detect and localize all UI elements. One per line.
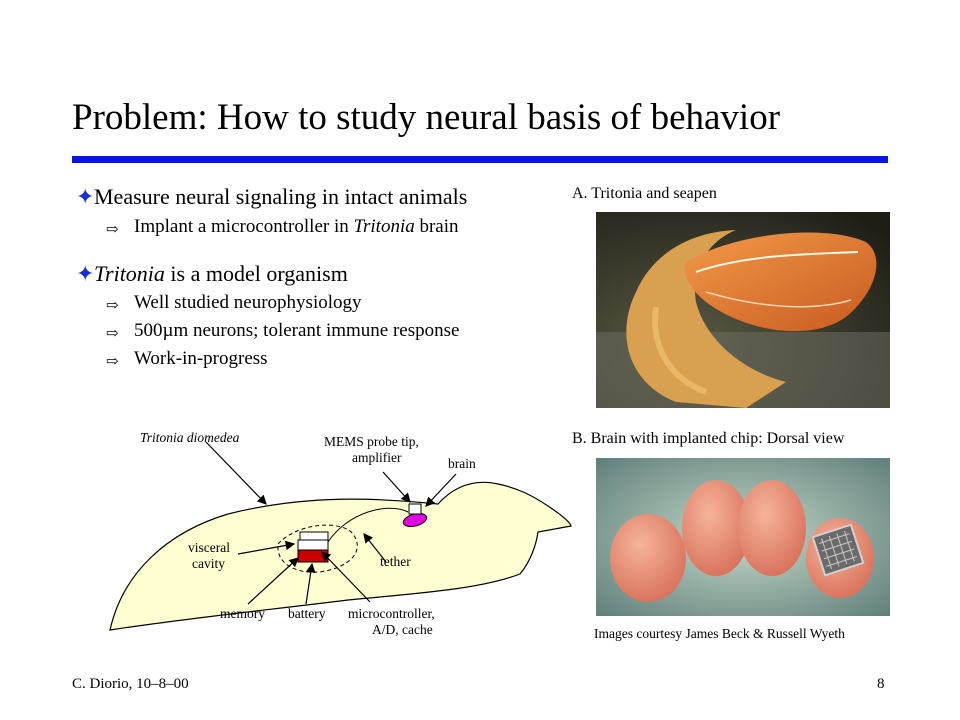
bullet-1-sub-1: Implant a microcontroller in Tritonia br… bbox=[134, 216, 459, 238]
sub-text-em: Tritonia bbox=[353, 216, 415, 237]
brain-chip-photo bbox=[596, 458, 890, 616]
diagram-label-species: Tritonia diomedea bbox=[140, 430, 240, 445]
title-underline bbox=[72, 156, 888, 163]
sub-bullet-arrow-icon: ⇨ bbox=[106, 222, 119, 238]
diagram-label-memory: memory bbox=[220, 606, 265, 621]
diagram-label-battery: battery bbox=[288, 606, 326, 621]
bullet-2-sub-3: Work-in-progress bbox=[134, 348, 268, 369]
diagram-label-probe-1: MEMS probe tip, bbox=[324, 434, 419, 449]
diagram-label-visceral-1: visceral bbox=[188, 540, 230, 555]
footer-author-date: C. Diorio, 10–8–00 bbox=[72, 676, 189, 692]
bullet-2-text: Tritonia is a model organism bbox=[94, 261, 348, 287]
sub-bullet-arrow-icon: ⇨ bbox=[106, 298, 119, 314]
tritonia-photo bbox=[596, 212, 890, 408]
figure-b-caption: B. Brain with implanted chip: Dorsal vie… bbox=[572, 430, 845, 447]
diagram-label-brain: brain bbox=[448, 456, 476, 471]
diagram-label-visceral-2: cavity bbox=[192, 556, 225, 571]
bullet-star-icon: ✦ bbox=[76, 261, 95, 286]
slide-title: Problem: How to study neural basis of be… bbox=[72, 97, 781, 138]
diagram-label-micro-1: microcontroller, bbox=[348, 606, 435, 621]
figure-a-caption: A. Tritonia and seapen bbox=[572, 185, 717, 202]
diagram-label-probe-2: amplifier bbox=[352, 450, 402, 465]
sub-text-pre: Implant a microcontroller in bbox=[134, 216, 354, 237]
diagram-label-tether: tether bbox=[380, 554, 411, 569]
bullet-star-icon: ✦ bbox=[76, 184, 95, 209]
sub-bullet-arrow-icon: ⇨ bbox=[106, 326, 119, 342]
page-number: 8 bbox=[877, 676, 885, 692]
bullet-2-rest: is a model organism bbox=[164, 261, 348, 286]
images-credit: Images courtesy James Beck & Russell Wye… bbox=[594, 626, 845, 641]
tritonia-diagram: Tritonia diomedea MEMS probe tip, amplif… bbox=[108, 422, 572, 654]
sub-text-post: brain bbox=[414, 216, 459, 237]
bullet-2-sub-1: Well studied neurophysiology bbox=[134, 292, 362, 313]
diagram-label-micro-2: A/D, cache bbox=[372, 622, 433, 637]
bullet-2-sub-2: 500µm neurons; tolerant immune response bbox=[134, 320, 460, 341]
sub-bullet-arrow-icon: ⇨ bbox=[106, 354, 119, 370]
bullet-2-em: Tritonia bbox=[94, 261, 165, 286]
bullet-1-text: Measure neural signaling in intact anima… bbox=[94, 184, 468, 209]
